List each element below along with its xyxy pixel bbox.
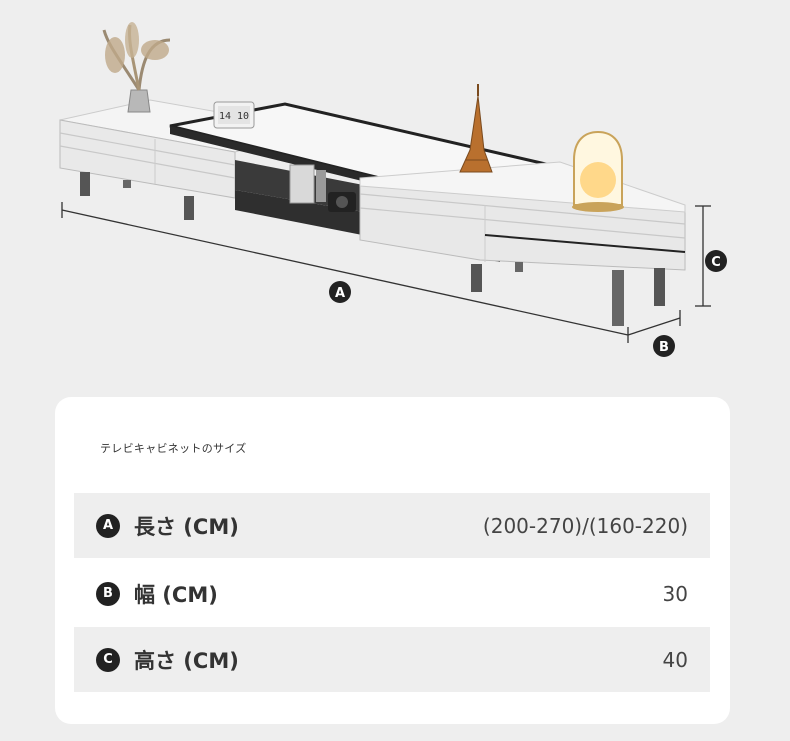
svg-text:A: A	[335, 286, 345, 301]
size-row-height: C 高さ (CM) 40	[74, 627, 710, 692]
row-badge-a: A	[96, 513, 120, 538]
row-value-width: 30	[662, 581, 688, 606]
size-row-length: A 長さ (CM) (200-270)/(160-220)	[74, 493, 710, 558]
row-badge-b: B	[96, 581, 120, 606]
svg-text:B: B	[659, 340, 669, 355]
dimension-marker-b: B	[653, 335, 675, 357]
row-label-length: 長さ (CM)	[134, 514, 239, 539]
clock-decoration: 14 10	[213, 101, 255, 129]
row-label-width: 幅 (CM)	[134, 582, 218, 607]
size-table-title: テレビキャビネットのサイズ	[100, 442, 247, 455]
row-value-height: 40	[662, 647, 688, 672]
row-value-length: (200-270)/(160-220)	[482, 513, 688, 538]
dimension-lines	[61, 202, 711, 343]
clock-display: 14 10	[219, 111, 249, 122]
dimension-marker-c: C	[705, 250, 727, 272]
svg-text:C: C	[711, 255, 721, 270]
lamp-decoration	[572, 130, 624, 212]
dimension-marker-a: A	[329, 281, 351, 303]
row-label-height: 高さ (CM)	[134, 648, 239, 673]
size-row-width: B 幅 (CM) 30	[74, 561, 710, 626]
tv-cabinet-illustration: 14 10 A B C	[59, 22, 727, 357]
row-badge-c: C	[96, 647, 120, 672]
vase-decoration	[102, 22, 171, 113]
eiffel-tower-decoration	[459, 84, 493, 173]
size-table-card: テレビキャビネットのサイズ A 長さ (CM) (200-270)/(160-2…	[55, 397, 730, 724]
